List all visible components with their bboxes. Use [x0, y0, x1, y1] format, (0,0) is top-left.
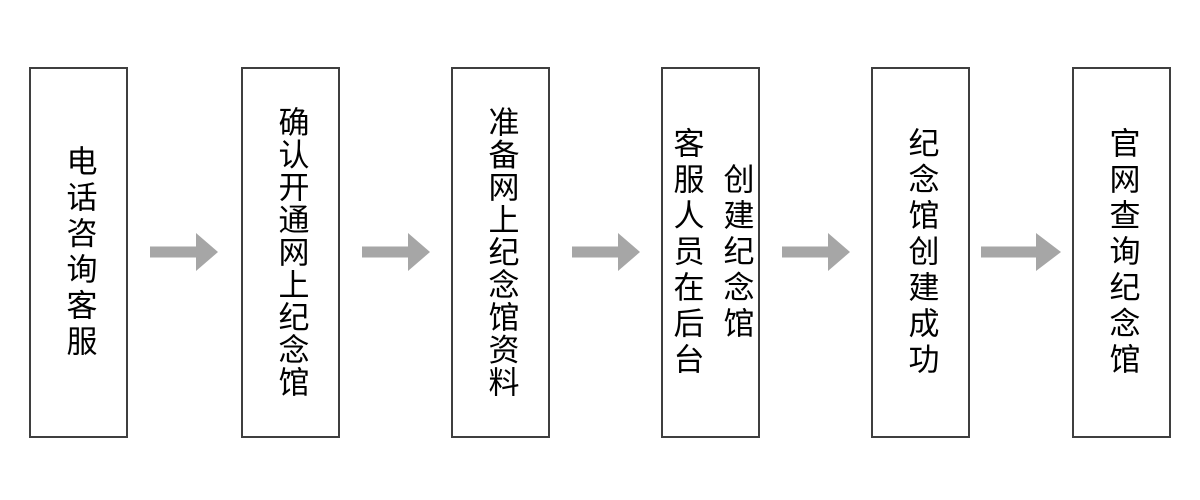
flow-step-confirm-open: 确认开通网上纪念馆 — [241, 67, 340, 438]
arrow-right-icon — [572, 233, 640, 271]
arrow-right-shape — [572, 233, 640, 271]
arrow-right-icon — [362, 233, 430, 271]
arrow-right-shape — [362, 233, 430, 271]
flow-step-official-site-query: 官网查询纪念馆 — [1072, 67, 1171, 438]
arrow-right-shape — [782, 233, 850, 271]
flow-step-label: 纪念馆创建成功 — [903, 126, 939, 379]
flow-step-label: 确认开通网上纪念馆 — [273, 106, 309, 399]
arrow-right-icon — [782, 233, 850, 271]
flow-step-label: 电话咨询客服 — [61, 144, 97, 361]
flow-step-create-success: 纪念馆创建成功 — [871, 67, 970, 438]
flow-step-label: 准备网上纪念馆资料 — [483, 106, 519, 399]
arrow-right-icon — [981, 233, 1061, 271]
flow-step-label: 官网查询纪念馆 — [1104, 126, 1140, 379]
arrow-right-icon — [150, 233, 218, 271]
arrow-right-shape — [150, 233, 218, 271]
flow-step-label: 客服人员在后台 创建纪念馆 — [668, 126, 754, 379]
arrow-right-shape — [981, 233, 1061, 271]
flow-step-prepare-materials: 准备网上纪念馆资料 — [451, 67, 550, 438]
flow-step-backend-create: 客服人员在后台 创建纪念馆 — [661, 67, 760, 438]
flow-step-phone-consult: 电话咨询客服 — [29, 67, 128, 438]
